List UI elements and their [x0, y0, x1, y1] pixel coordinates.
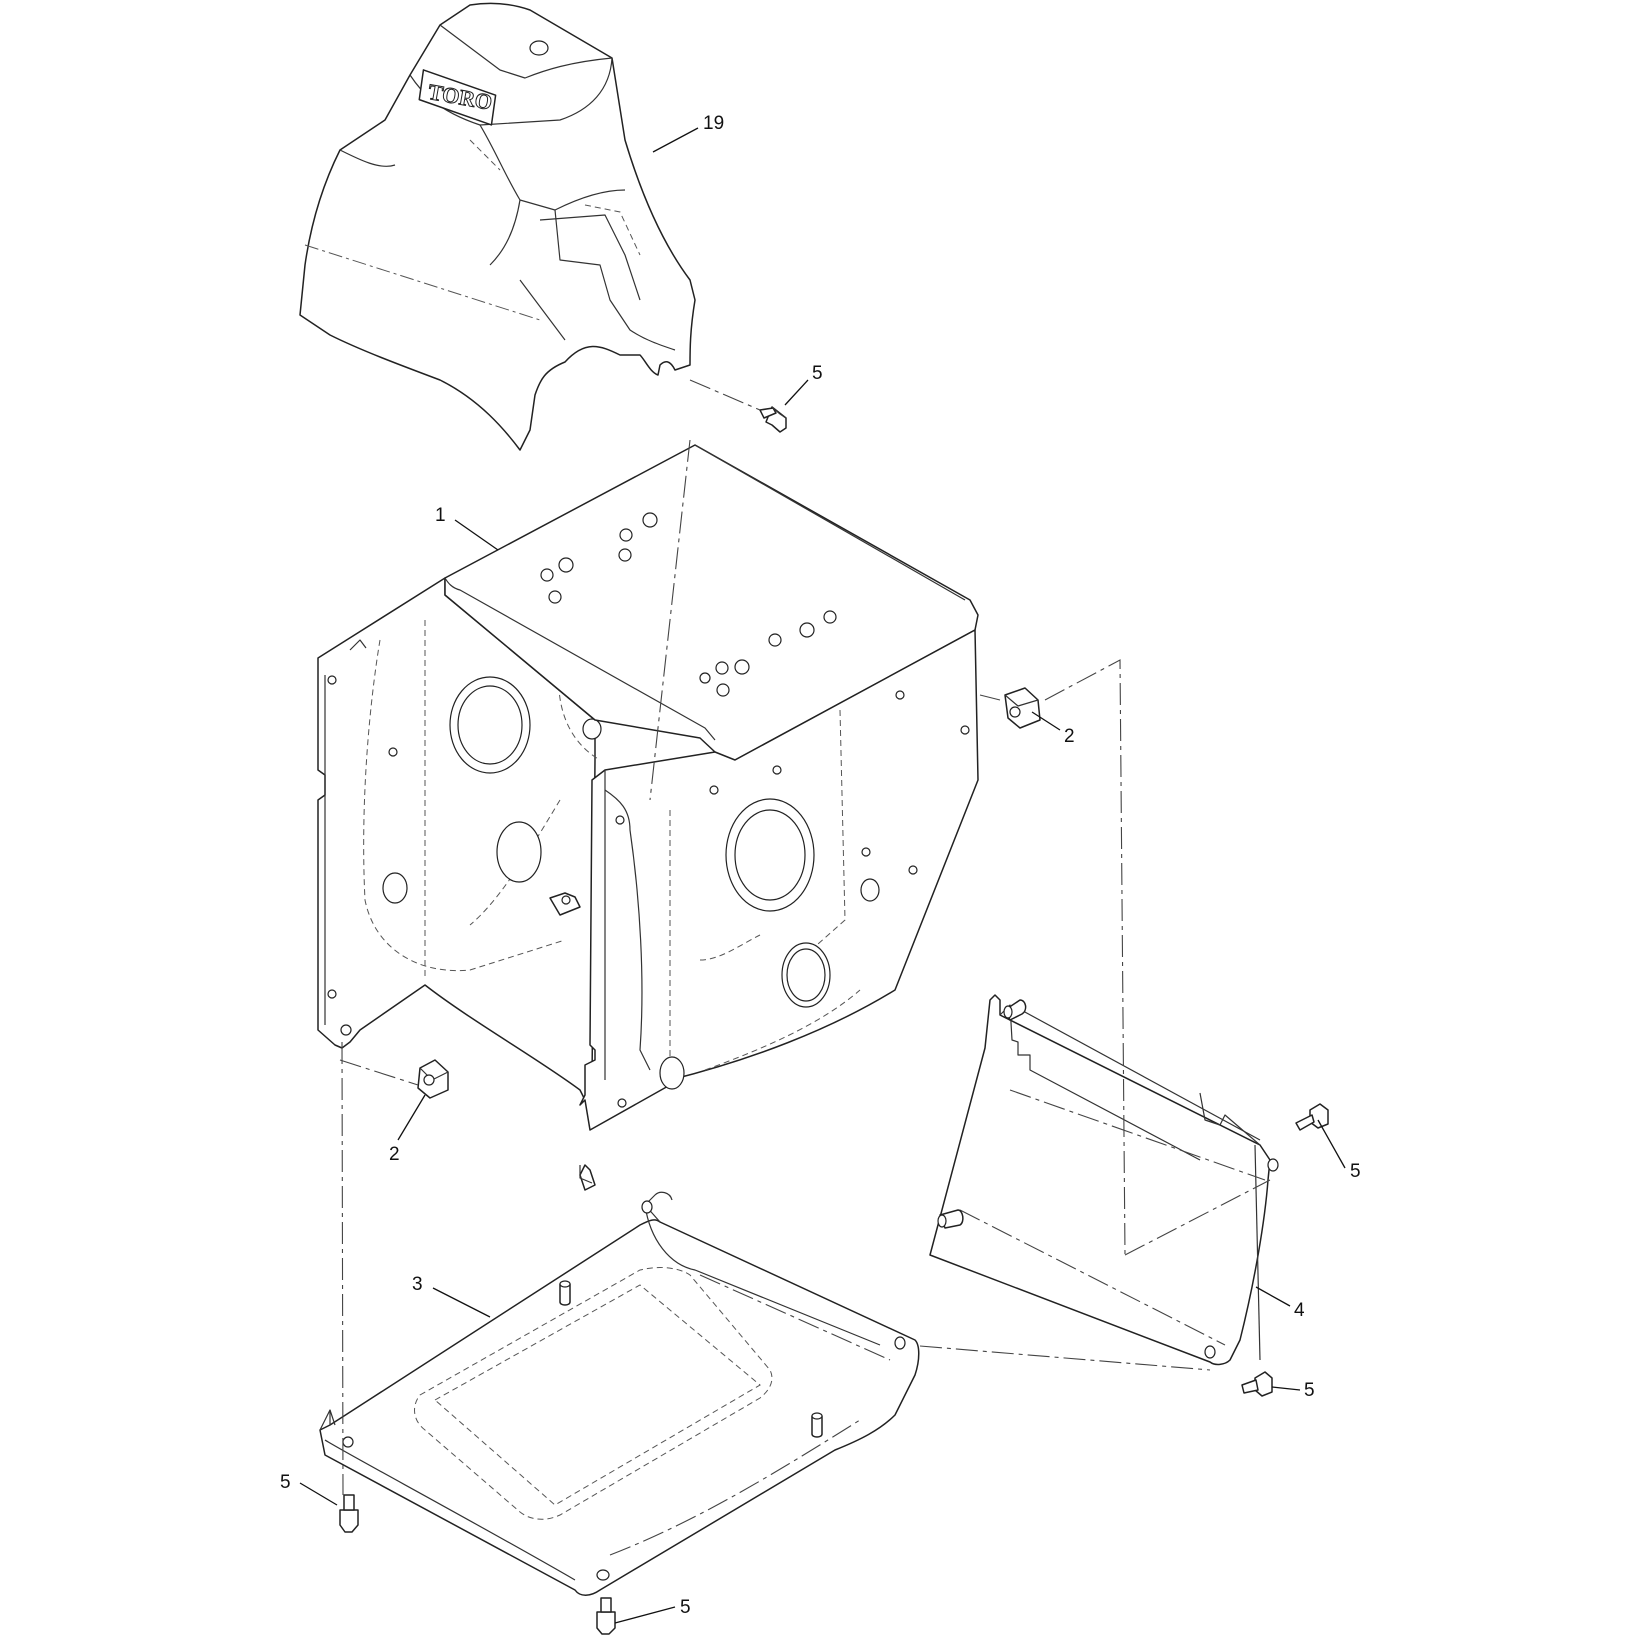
callout-5-rear-upper: 5: [1350, 1161, 1361, 1182]
part-19-cover-shroud: TORO: [299, 2, 696, 451]
callout-3: 3: [412, 1274, 423, 1295]
part-5-bolt-bottom-center: [596, 1597, 616, 1635]
callout-2-lower: 2: [389, 1144, 400, 1165]
cover-hole: [529, 40, 549, 56]
part-2-nut-clip-upper: [1004, 687, 1041, 729]
callout-4: 4: [1294, 1300, 1305, 1321]
callout-19: 19: [703, 113, 724, 134]
callout-leaders: [299, 127, 1346, 1624]
part-1-main-frame: [317, 444, 979, 1191]
part-5-bolt-rear-upper: [1295, 1103, 1329, 1131]
callout-2-upper: 2: [1064, 726, 1075, 747]
callout-5-rear-lower: 5: [1304, 1380, 1315, 1401]
part-3-bottom-plate: [319, 1191, 920, 1596]
callout-1: 1: [435, 505, 446, 526]
part-4-rear-plate: [929, 994, 1279, 1366]
part-2-nut-clip-lower: [417, 1059, 449, 1099]
toro-logo: TORO: [418, 69, 497, 126]
assembly-lines: [339, 379, 1271, 1496]
callout-5-bottom-left: 5: [280, 1472, 291, 1493]
part-5-bolt-bottom-left: [339, 1494, 359, 1533]
part-5-bolt-top: [759, 406, 787, 433]
callout-labels: 19 5 1 2 2 5 3 4 5 5 5: [280, 113, 1361, 1618]
callout-5-bottom-center: 5: [680, 1597, 691, 1618]
part-5-bolt-rear-lower: [1241, 1371, 1273, 1397]
callout-5-top: 5: [812, 363, 823, 384]
